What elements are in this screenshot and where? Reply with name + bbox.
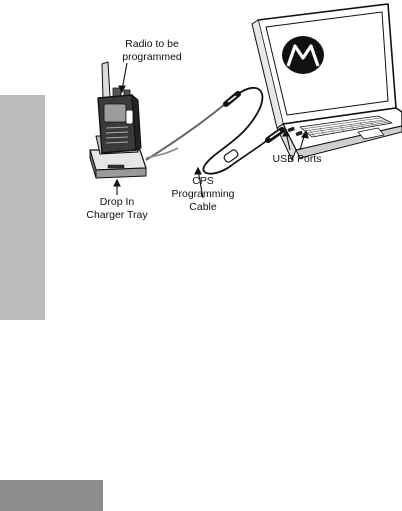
side-section-tab (0, 95, 45, 320)
cps-label-line2: Programming (171, 188, 234, 200)
laptop (251, 3, 402, 161)
cps-label-line1: CPS (192, 175, 214, 187)
footer-page-tab (0, 480, 103, 511)
two-way-radio (97, 61, 142, 154)
cps-label-line3: Cable (189, 201, 217, 213)
charger-label-line2: Charger Tray (86, 209, 148, 221)
pointer-arrows (113, 62, 309, 199)
radio-label-line2: programmed (122, 51, 182, 63)
usb-ports-label: USB Ports (272, 153, 321, 165)
radio-label-line1: Radio to be (125, 38, 179, 50)
motorola-logo-icon (282, 36, 324, 74)
charger-label-line1: Drop In (100, 196, 135, 208)
cps-programming-cable (145, 86, 285, 175)
